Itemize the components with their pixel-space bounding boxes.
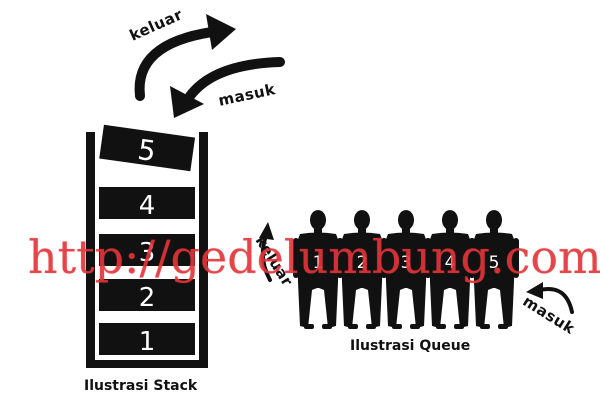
stack-caption: Ilustrasi Stack [84, 378, 198, 394]
queue-person-1-label: 1 [313, 253, 324, 273]
stack-block-2 [99, 279, 195, 311]
stack-blocks: 1 2 3 4 5 [99, 124, 196, 357]
queue-person-4-label: 4 [445, 253, 456, 273]
stack-out-arrow [134, 14, 236, 101]
stack-block-5-label: 5 [136, 133, 158, 168]
stack-block-3 [99, 234, 195, 266]
stack-container [86, 132, 208, 368]
stack-block-5: 5 [99, 124, 196, 172]
stack-block-3-label: 3 [139, 238, 156, 268]
queue-in-arrow [526, 282, 574, 314]
watermark-text: http://gedelumbung.com [28, 230, 600, 284]
queue-person-3-label: 3 [401, 253, 412, 273]
stack-in-arrow [170, 57, 285, 118]
stack-block-4-label: 4 [139, 191, 156, 221]
stack-block-1-label: 1 [139, 327, 156, 357]
stack-block-2-label: 2 [139, 283, 156, 313]
queue-caption: Ilustrasi Queue [350, 338, 471, 354]
queue-person-5-label: 5 [489, 253, 500, 273]
stack-block-1 [99, 323, 195, 355]
queue-out-arrow [259, 222, 274, 282]
stack-block-4 [99, 187, 195, 219]
queue-person-2-label: 2 [357, 253, 368, 273]
queue-person-numbers: 1 2 3 4 5 [313, 253, 500, 273]
